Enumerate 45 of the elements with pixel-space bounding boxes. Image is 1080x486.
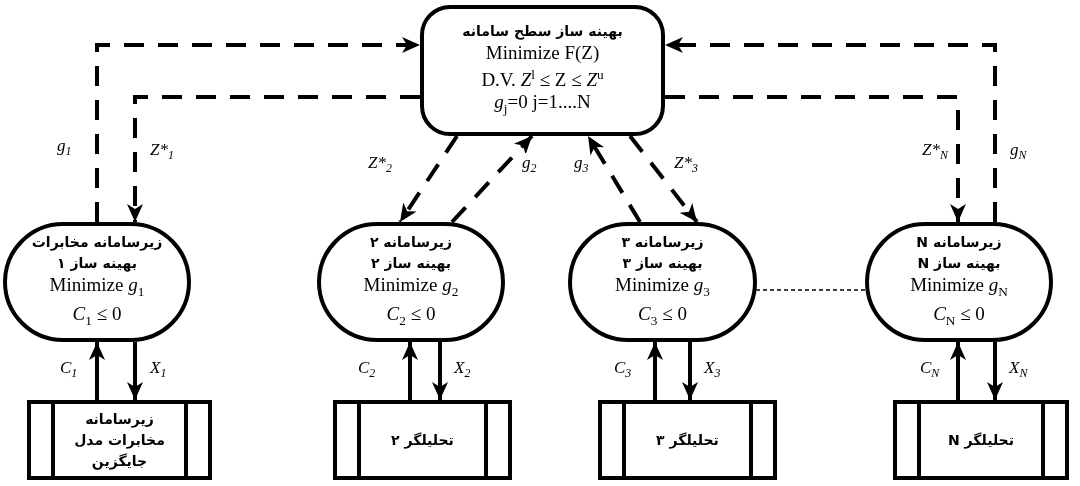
arrow xyxy=(89,342,105,400)
arrow xyxy=(432,342,448,400)
arrow xyxy=(665,95,966,222)
formula-text: Minimize g$_{3}$ xyxy=(615,274,710,301)
subsystem-title: بهینه ساز ۳ xyxy=(622,254,703,274)
analyzer-box xyxy=(598,400,777,480)
subsystem-title: تحلیلگر N xyxy=(948,430,1014,451)
arrow xyxy=(950,342,966,400)
formula-text: Minimize g$_{1}$ xyxy=(49,274,145,301)
arrow xyxy=(665,37,997,222)
formula-text: D.V. Z$^{l}$ ≤ Z ≤ Z$^{u}$ xyxy=(481,65,604,92)
subsystem-title: بهینه ساز ۱ xyxy=(57,254,137,274)
arrow xyxy=(987,342,1003,400)
subsystem-title: بهینه ساز ۲ xyxy=(371,254,451,274)
arrow xyxy=(450,134,534,224)
formula-text: Minimize F(Z) xyxy=(485,41,600,64)
arrow xyxy=(628,134,699,224)
subsystem-title: تحلیلگر ۲ xyxy=(391,430,454,451)
subsystem-title: زیرسامانه مخابرات مدل جایگزین xyxy=(73,409,166,472)
analyzer-box xyxy=(333,400,512,480)
arrow xyxy=(127,342,143,400)
subsystem-title: زیرسامانه N xyxy=(916,233,1002,253)
subsystem-title: بهینه ساز سطح سامانه xyxy=(462,21,623,42)
formula-text: Minimize g$_{N}$ xyxy=(910,274,1008,301)
arrow xyxy=(127,95,420,222)
subsystem-title: زیرسامانه ۳ xyxy=(621,233,704,253)
subsystem-title: بهینه ساز N xyxy=(917,254,1001,274)
subsystem-title: زیرسامانه مخابرات xyxy=(31,233,163,253)
subsystem-title: زیرسامانه ۲ xyxy=(369,233,453,253)
formula-text: C$_{2}$ ≤ 0 xyxy=(386,303,436,330)
arrow xyxy=(586,134,642,224)
formula-text: C$_{3}$ ≤ 0 xyxy=(638,303,687,330)
arrow xyxy=(647,342,663,400)
analyzer-box xyxy=(27,400,212,480)
formula-text: g$_{j}$=0 j=1....N xyxy=(494,91,591,119)
formula-text: C$_{N}$ ≤ 0 xyxy=(933,303,985,330)
analyzer-box xyxy=(893,400,1069,480)
formula-text: C$_{1}$ ≤ 0 xyxy=(72,303,122,330)
subsystem-title: تحلیلگر ۳ xyxy=(656,430,719,451)
formula-text: Minimize g$_{2}$ xyxy=(363,274,459,301)
arrow xyxy=(398,134,459,224)
arrow xyxy=(682,342,698,400)
optimizer-box xyxy=(420,5,665,136)
arrow xyxy=(95,37,420,222)
arrow xyxy=(402,342,418,400)
